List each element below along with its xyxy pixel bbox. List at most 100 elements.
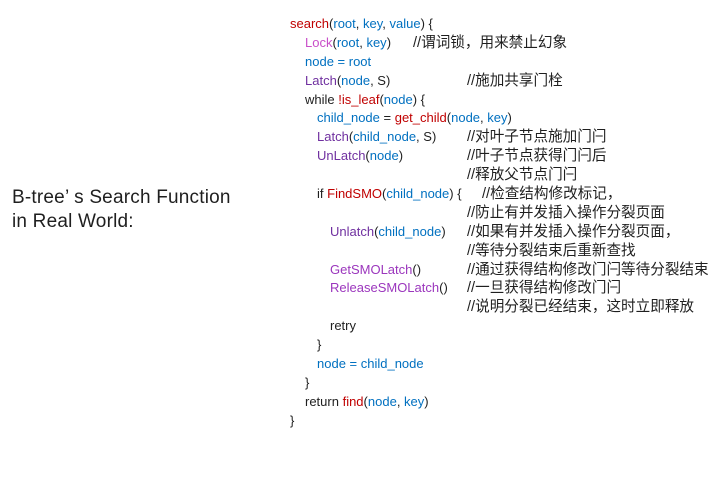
- code-text: }: [290, 336, 321, 355]
- slide-title-line2: in Real World:: [12, 211, 134, 232]
- code-token: (: [363, 393, 368, 409]
- code-line: //说明分裂已经结束，这时立即释放: [290, 298, 720, 317]
- code-line: GetSMOLatch() //通过获得结构修改门闩等待分裂结束: [290, 261, 720, 280]
- code-token: node: [451, 110, 481, 126]
- code-comment: //如果有并发插入操作分裂页面，: [467, 223, 680, 240]
- code-token: ReleaseSMOLatch: [330, 280, 440, 296]
- code-token: if: [317, 186, 328, 202]
- code-text: ReleaseSMOLatch(): [290, 279, 448, 298]
- code-token: child_node: [386, 186, 450, 202]
- code-token: node: [341, 72, 371, 88]
- code-token: ) {: [449, 186, 462, 202]
- code-text: search(root, key, value) {: [290, 15, 433, 34]
- code-token: root: [333, 16, 356, 31]
- code-token: while: [305, 91, 339, 107]
- code-token: value: [389, 16, 421, 31]
- code-text: return find(node, key): [290, 393, 429, 412]
- code-text: GetSMOLatch(): [290, 261, 421, 280]
- code-line: retry: [290, 317, 720, 336]
- code-text: child_node = get_child(node, key): [290, 109, 512, 128]
- code-token: Latch: [305, 72, 337, 88]
- code-token: get_child: [394, 110, 447, 126]
- code-token: ) {: [412, 91, 426, 107]
- code-token: return: [305, 393, 343, 409]
- code-comment: //释放父节点门闩: [467, 167, 578, 184]
- code-line: Latch(node, S)//施加共享门栓: [290, 72, 720, 91]
- code-token: }: [305, 374, 310, 390]
- code-token: ): [386, 34, 392, 50]
- code-text: node = root: [290, 53, 371, 72]
- code-comment: //检查结构修改标记，: [482, 186, 622, 203]
- code-token: ) {: [420, 16, 433, 31]
- code-line: }: [290, 374, 720, 393]
- code-token: key: [487, 110, 508, 126]
- code-token: root: [336, 34, 360, 50]
- code-token: child_node: [378, 223, 442, 239]
- code-line: //释放父节点门闩: [290, 166, 720, 185]
- code-token: ,: [480, 110, 488, 126]
- code-line: while !is_leaf(node) {: [290, 91, 720, 110]
- code-comment: //叶子节点获得门闩后: [467, 148, 607, 165]
- code-token: , S): [370, 72, 391, 88]
- code-token: (: [348, 129, 354, 145]
- code-line: return find(node, key): [290, 393, 720, 412]
- code-token: ): [507, 110, 512, 126]
- code-token: node = child_node: [317, 356, 424, 372]
- code-comment: //一旦获得结构修改门闩: [467, 280, 622, 297]
- code-token: ,: [396, 393, 405, 409]
- code-token: FindSMO: [327, 186, 383, 202]
- code-token: }: [317, 337, 322, 353]
- code-token: GetSMOLatch: [330, 261, 413, 277]
- code-token: (: [446, 110, 452, 126]
- code-token: ): [398, 148, 404, 164]
- code-line: }: [290, 336, 720, 355]
- code-text: }: [290, 374, 309, 393]
- code-token: node: [383, 91, 413, 107]
- code-line: node = root: [290, 53, 720, 72]
- code-token: (: [382, 186, 387, 202]
- code-line: Latch(child_node, S)//对叶子节点施加门闩: [290, 128, 720, 147]
- code-token: ): [424, 393, 429, 409]
- code-text: retry: [290, 317, 356, 336]
- code-token: (: [379, 91, 384, 107]
- code-token: ): [441, 223, 446, 239]
- code-token: Unlatch: [330, 223, 375, 239]
- code-token: (): [439, 280, 448, 296]
- code-comment: //谓词锁，用来禁止幻象: [413, 34, 568, 51]
- code-token: (: [365, 148, 370, 164]
- code-token: retry: [330, 318, 356, 334]
- code-line: //等待分裂结束后重新查找: [290, 242, 720, 261]
- code-line: Lock(root, key) //谓词锁，用来禁止幻象: [290, 34, 720, 53]
- code-token: key: [366, 34, 387, 50]
- code-comment: //防止有并发插入操作分裂页面: [467, 204, 665, 221]
- code-token: node = root: [305, 53, 372, 69]
- code-line: search(root, key, value) {: [290, 15, 720, 34]
- code-token: Latch: [317, 129, 349, 145]
- code-token: search: [290, 16, 330, 31]
- code-text: Latch(node, S): [290, 72, 390, 91]
- code-token: node: [369, 148, 399, 164]
- slide-title-line1: B-tree’ s Search Function: [12, 187, 231, 208]
- code-token: UnLatch: [317, 148, 366, 164]
- code-comment: //通过获得结构修改门闩等待分裂结束: [467, 261, 709, 278]
- code-token: !is_leaf: [338, 91, 380, 107]
- code-text: }: [290, 412, 294, 431]
- code-token: ,: [359, 34, 367, 50]
- code-token: child_node: [317, 110, 380, 126]
- code-token: (): [412, 261, 422, 277]
- slide-title: B-tree’ s Search Function in Real World:: [12, 186, 231, 234]
- code-token: key: [363, 16, 383, 31]
- code-block: search(root, key, value) {Lock(root, key…: [290, 15, 720, 431]
- code-line: child_node = get_child(node, key): [290, 109, 720, 128]
- code-line: }: [290, 412, 720, 431]
- code-comment: //等待分裂结束后重新查找: [467, 242, 636, 259]
- code-token: (: [374, 223, 379, 239]
- code-line: if FindSMO(child_node) { //检查结构修改标记，: [290, 185, 720, 204]
- code-line: UnLatch(node) //叶子节点获得门闩后: [290, 147, 720, 166]
- code-token: (: [332, 34, 337, 50]
- code-text: UnLatch(node): [290, 147, 403, 166]
- code-token: ,: [355, 16, 364, 31]
- code-line: //防止有并发插入操作分裂页面: [290, 204, 720, 223]
- code-token: Lock: [305, 34, 333, 50]
